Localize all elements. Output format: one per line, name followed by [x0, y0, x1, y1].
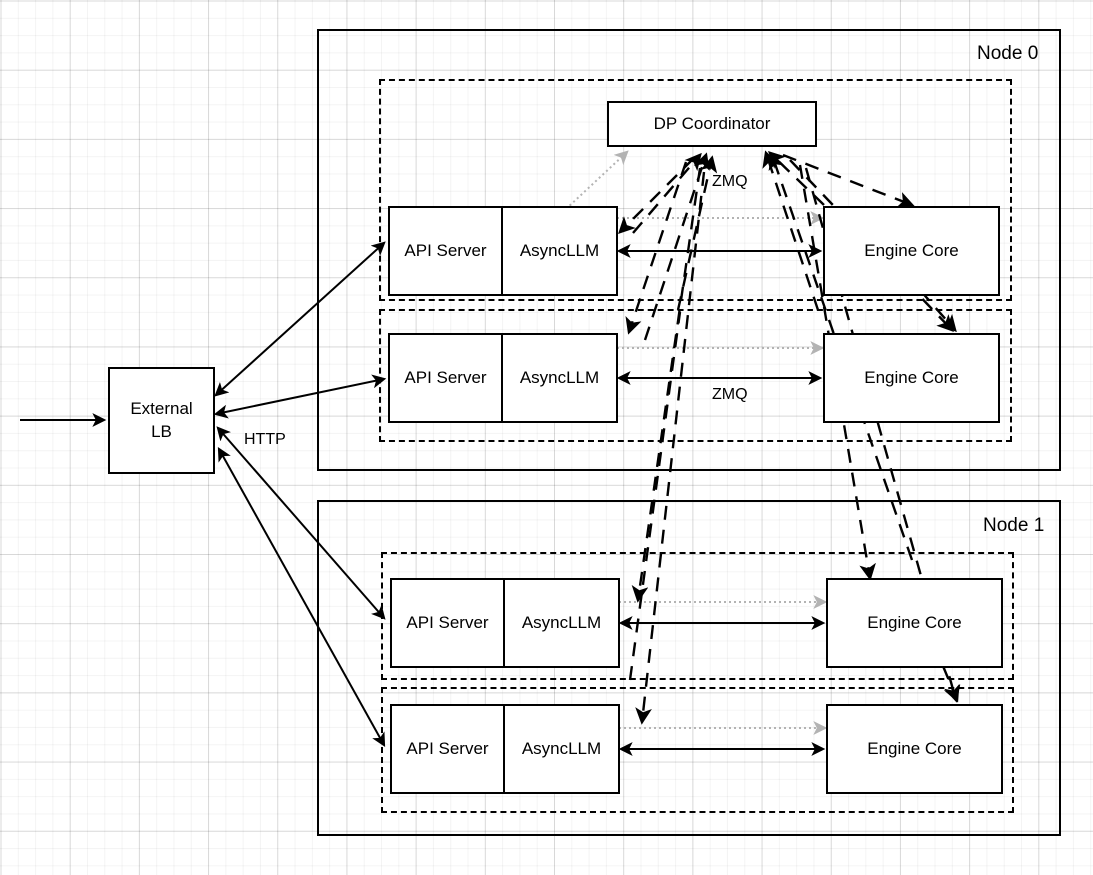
engine-core-label: Engine Core [867, 739, 962, 758]
node-1-frame [317, 500, 1061, 836]
node-1-api-server-group-1[interactable]: API Server AsyncLLM [390, 704, 620, 794]
zmq-label-bottom: ZMQ [712, 386, 748, 403]
node-0-frame [317, 29, 1061, 471]
zmq-label-top: ZMQ [712, 173, 748, 190]
async-llm-label: AsyncLLM [519, 368, 600, 387]
async-llm-label: AsyncLLM [521, 739, 602, 758]
async-llm-cell[interactable]: AsyncLLM [503, 335, 616, 421]
api-server-label: API Server [404, 368, 487, 387]
node-1-engine-core-0[interactable]: Engine Core [826, 578, 1003, 668]
api-server-label: API Server [406, 739, 489, 758]
async-llm-cell[interactable]: AsyncLLM [503, 208, 616, 294]
engine-core-label: Engine Core [867, 613, 962, 632]
async-llm-cell[interactable]: AsyncLLM [505, 706, 618, 792]
node-1-engine-core-1[interactable]: Engine Core [826, 704, 1003, 794]
external-lb-box[interactable]: External LB [108, 367, 215, 474]
api-server-label: API Server [404, 241, 487, 260]
node-0-engine-group-1 [379, 309, 1012, 442]
external-lb-label-line2: LB [151, 421, 172, 441]
node-0-engine-core-0[interactable]: Engine Core [823, 206, 1000, 296]
api-server-cell[interactable]: API Server [392, 706, 505, 792]
node-0-engine-core-1[interactable]: Engine Core [823, 333, 1000, 423]
async-llm-label: AsyncLLM [521, 613, 602, 632]
node-1-engine-group-1 [381, 687, 1014, 813]
dp-coordinator-box[interactable]: DP Coordinator [607, 101, 817, 147]
engine-core-label: Engine Core [864, 368, 959, 387]
api-server-cell[interactable]: API Server [390, 335, 503, 421]
http-label: HTTP [244, 431, 286, 448]
node-0-api-server-group-1[interactable]: API Server AsyncLLM [388, 333, 618, 423]
node-0-api-server-group-0[interactable]: API Server AsyncLLM [388, 206, 618, 296]
api-server-cell[interactable]: API Server [392, 580, 505, 666]
api-server-label: API Server [406, 613, 489, 632]
node-1-engine-group-0 [381, 552, 1014, 680]
async-llm-label: AsyncLLM [519, 241, 600, 260]
node-0-label: Node 0 [977, 43, 1039, 64]
node-1-api-server-group-0[interactable]: API Server AsyncLLM [390, 578, 620, 668]
engine-core-label: Engine Core [864, 241, 959, 260]
api-server-cell[interactable]: API Server [390, 208, 503, 294]
async-llm-cell[interactable]: AsyncLLM [505, 580, 618, 666]
dp-coordinator-label: DP Coordinator [653, 114, 771, 133]
external-lb-label-line1: External [130, 398, 193, 418]
node-1-label: Node 1 [983, 515, 1045, 536]
node-0-engine-group-0 [379, 79, 1012, 301]
